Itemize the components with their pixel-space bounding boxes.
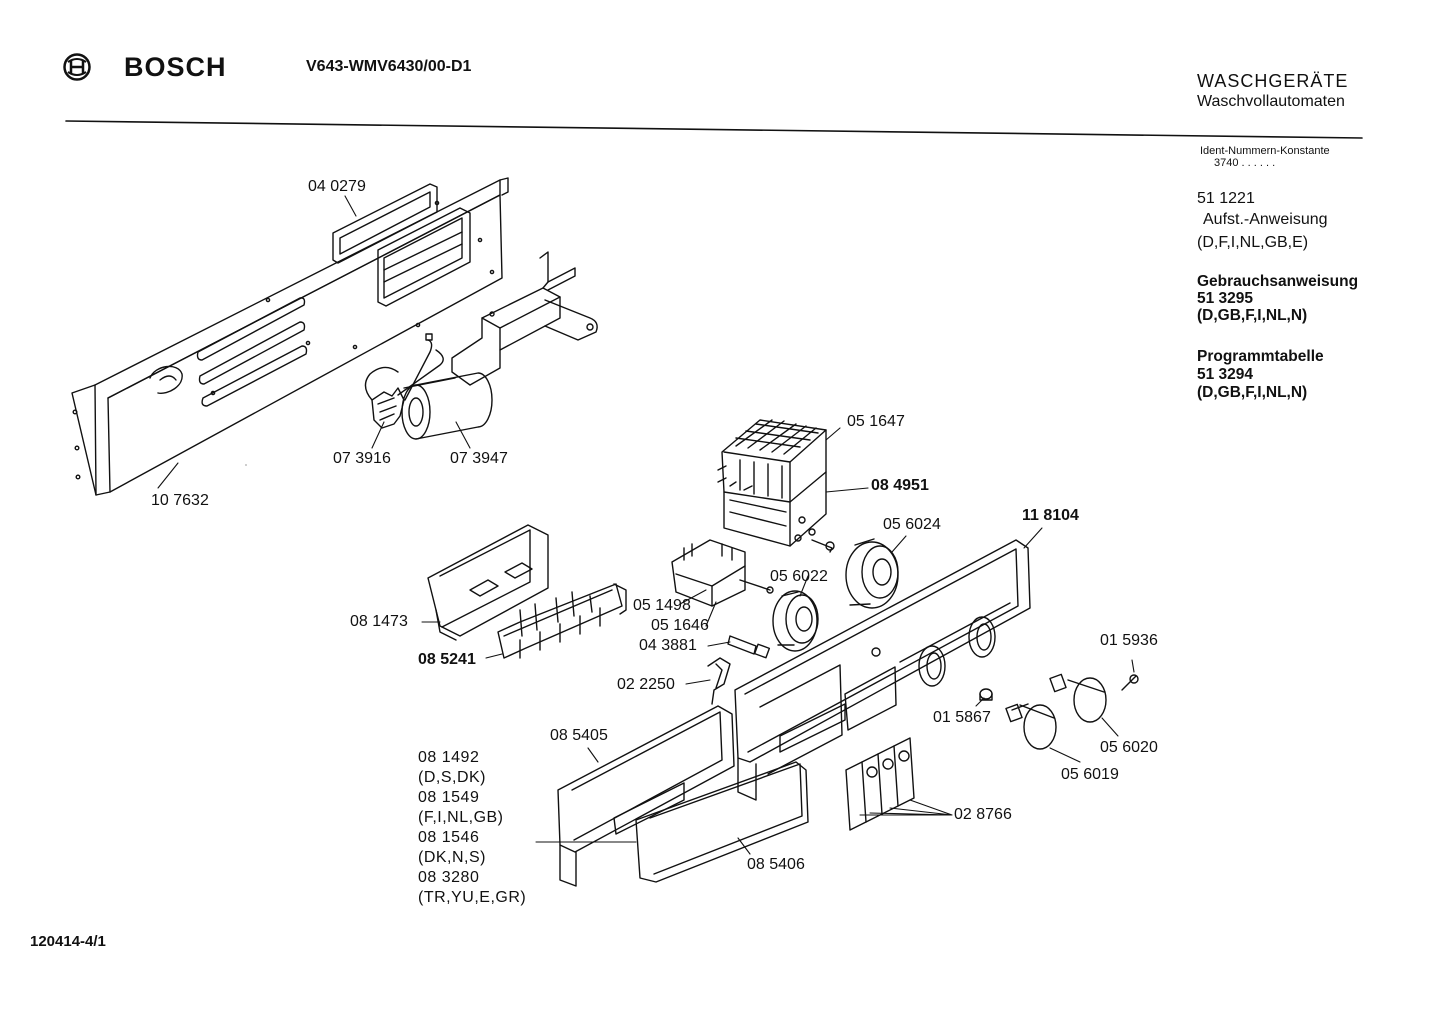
assembly-doc-title: Aufst.-Anweisung	[1203, 211, 1328, 228]
usage-doc-title: Gebrauchsanweisung	[1197, 273, 1359, 290]
part-label-056019: 05 6019	[1061, 766, 1119, 783]
variant-countries: (D,S,DK)	[418, 769, 486, 786]
part-label-107632: 10 7632	[151, 492, 209, 509]
mounting-bracket-part	[452, 252, 597, 385]
front-control-panel-part	[735, 540, 1030, 800]
button-caps-part	[846, 738, 914, 830]
usage-doc-number: 51 3295	[1197, 290, 1254, 307]
part-label-056024: 05 6024	[883, 516, 941, 533]
part-label-081473: 08 1473	[350, 613, 408, 630]
part-label-043881: 04 3881	[639, 637, 697, 654]
rotary-switch-part	[672, 540, 773, 606]
screw-part	[1122, 675, 1138, 690]
part-label-056020: 05 6020	[1100, 739, 1158, 756]
model-number: V643-WMV6430/00-D1	[306, 58, 472, 75]
small-cap-part	[980, 689, 992, 700]
appliance-subcategory: Waschvollautomaten	[1197, 93, 1345, 110]
part-label-051647: 05 1647	[847, 413, 905, 430]
variant-number: 08 3280	[418, 869, 480, 886]
display-window-frame-part	[558, 706, 734, 886]
part-label-073947: 07 3947	[450, 450, 508, 467]
program-doc-languages: (D,GB,F,I,NL,N)	[1197, 384, 1308, 401]
part-label-022250: 02 2250	[617, 676, 675, 693]
indicator-lamp-part	[728, 636, 769, 658]
brand-name: BOSCH	[124, 52, 227, 82]
variant-number: 08 1492	[418, 749, 480, 766]
ident-label: Ident-Nummern-Konstante	[1200, 145, 1330, 157]
assembly-doc-languages: (D,F,I,NL,GB,E)	[1197, 234, 1309, 251]
knob-ring-part	[846, 539, 898, 608]
part-label-085405: 08 5405	[550, 727, 608, 744]
variant-countries: (DK,N,S)	[418, 849, 486, 866]
gear-motor-part	[365, 367, 404, 428]
programmer-timer-part	[718, 420, 834, 552]
assembly-doc-number: 51 1221	[1197, 190, 1255, 207]
rotary-knob-second-part	[1050, 674, 1106, 722]
usage-doc-languages: (D,GB,F,I,NL,N)	[1197, 307, 1308, 324]
bosch-logo-icon	[62, 52, 92, 82]
part-label-056022: 05 6022	[770, 568, 828, 585]
part-label-085241: 08 5241	[418, 651, 476, 668]
header-rule	[66, 121, 1362, 138]
part-label-051646: 05 1646	[651, 617, 709, 634]
part-label-040279: 04 0279	[308, 178, 366, 195]
program-doc-title: Programmtabelle	[1197, 348, 1324, 365]
variant-list: 08 1492 (D,S,DK) 08 1549 (F,I,NL,GB) 08 …	[418, 748, 526, 908]
ident-value: 3740 . . . . . .	[1214, 157, 1276, 169]
variant-countries: (TR,YU,E,GR)	[418, 889, 527, 906]
rotary-knob-part	[1006, 704, 1056, 749]
drawing-number: 120414-4/1	[30, 933, 106, 950]
program-doc-number: 51 3294	[1197, 366, 1254, 383]
part-label-085406: 08 5406	[747, 856, 805, 873]
appliance-category: WASCHGERÄTE	[1197, 71, 1349, 91]
push-button-block-part	[428, 525, 626, 658]
variant-number: 08 1546	[418, 829, 480, 846]
part-label-073916: 07 3916	[333, 450, 391, 467]
part-label-051498: 05 1498	[633, 597, 691, 614]
display-window-glass-part	[636, 762, 808, 882]
part-label-015867: 01 5867	[933, 709, 991, 726]
panel-frame-part	[72, 178, 508, 495]
part-label-084951: 08 4951	[871, 477, 929, 494]
variant-number: 08 1549	[418, 789, 480, 806]
part-label-028766: 02 8766	[954, 806, 1012, 823]
part-label-015936: 01 5936	[1100, 632, 1158, 649]
part-label-118104: 11 8104	[1022, 507, 1079, 524]
retaining-clip-part	[708, 658, 730, 704]
capacitor-part	[398, 334, 492, 439]
knob-ring-small-part	[773, 591, 818, 651]
variant-countries: (F,I,NL,GB)	[418, 809, 504, 826]
leader-lines	[158, 196, 1134, 854]
